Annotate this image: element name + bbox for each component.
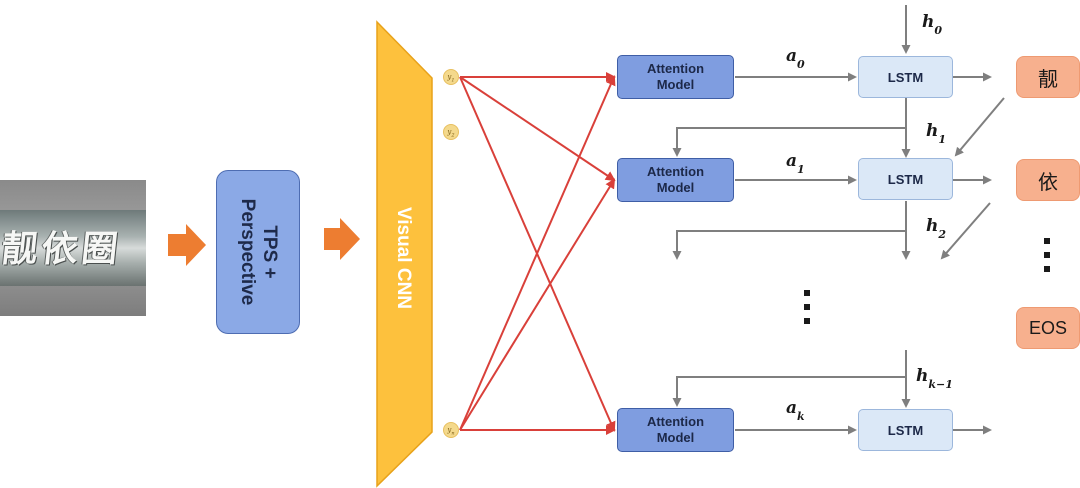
- output-ellipsis: [1044, 238, 1050, 272]
- attention-label-line2: Model: [656, 77, 695, 92]
- feature-yn: yn: [443, 422, 459, 438]
- hidden-hk-1: hk−1: [916, 366, 953, 392]
- feature-y2: y2: [443, 124, 459, 140]
- output-char-2: 依: [1016, 159, 1080, 201]
- image-band: [0, 210, 146, 286]
- tps-perspective-box: TPS + Perspective: [216, 170, 300, 334]
- attention-model-2: Attention Model: [617, 158, 734, 202]
- context-a1: a1: [786, 151, 805, 177]
- context-a0: a0: [786, 46, 805, 72]
- tps-perspective-label: TPS + Perspective: [237, 198, 280, 306]
- attention-label-line1: Attention: [646, 414, 705, 429]
- attention-label-line2: Model: [656, 430, 695, 445]
- hidden-h0: h0: [922, 12, 943, 38]
- lstm-k: LSTM: [858, 409, 953, 451]
- lstm-2: LSTM: [858, 158, 953, 200]
- red-connections: [459, 72, 616, 435]
- attention-model-k: Attention Model: [617, 408, 734, 452]
- feature-y1: y1: [443, 69, 459, 85]
- lstm-1: LSTM: [858, 56, 953, 98]
- output-eos: EOS: [1016, 307, 1080, 349]
- middle-ellipsis: [804, 290, 810, 324]
- visual-cnn-label: Visual CNN: [393, 206, 414, 310]
- orange-arrow-2: [324, 218, 360, 260]
- input-image-text: 靓依圈: [0, 228, 124, 270]
- gray-connections: [672, 5, 1005, 435]
- attention-label-line2: Model: [656, 180, 695, 195]
- attention-label-line1: Attention: [646, 164, 705, 179]
- hidden-h2: h2: [926, 216, 947, 242]
- orange-arrow-1: [168, 224, 206, 266]
- output-char-1: 靓: [1016, 56, 1080, 98]
- attention-label-line1: Attention: [646, 61, 705, 76]
- hidden-h1: h1: [926, 121, 947, 147]
- visual-cnn-shape: [376, 20, 433, 488]
- input-text-image: 靓依圈: [0, 180, 146, 316]
- context-ak: ak: [786, 398, 805, 424]
- attention-model-1: Attention Model: [617, 55, 734, 99]
